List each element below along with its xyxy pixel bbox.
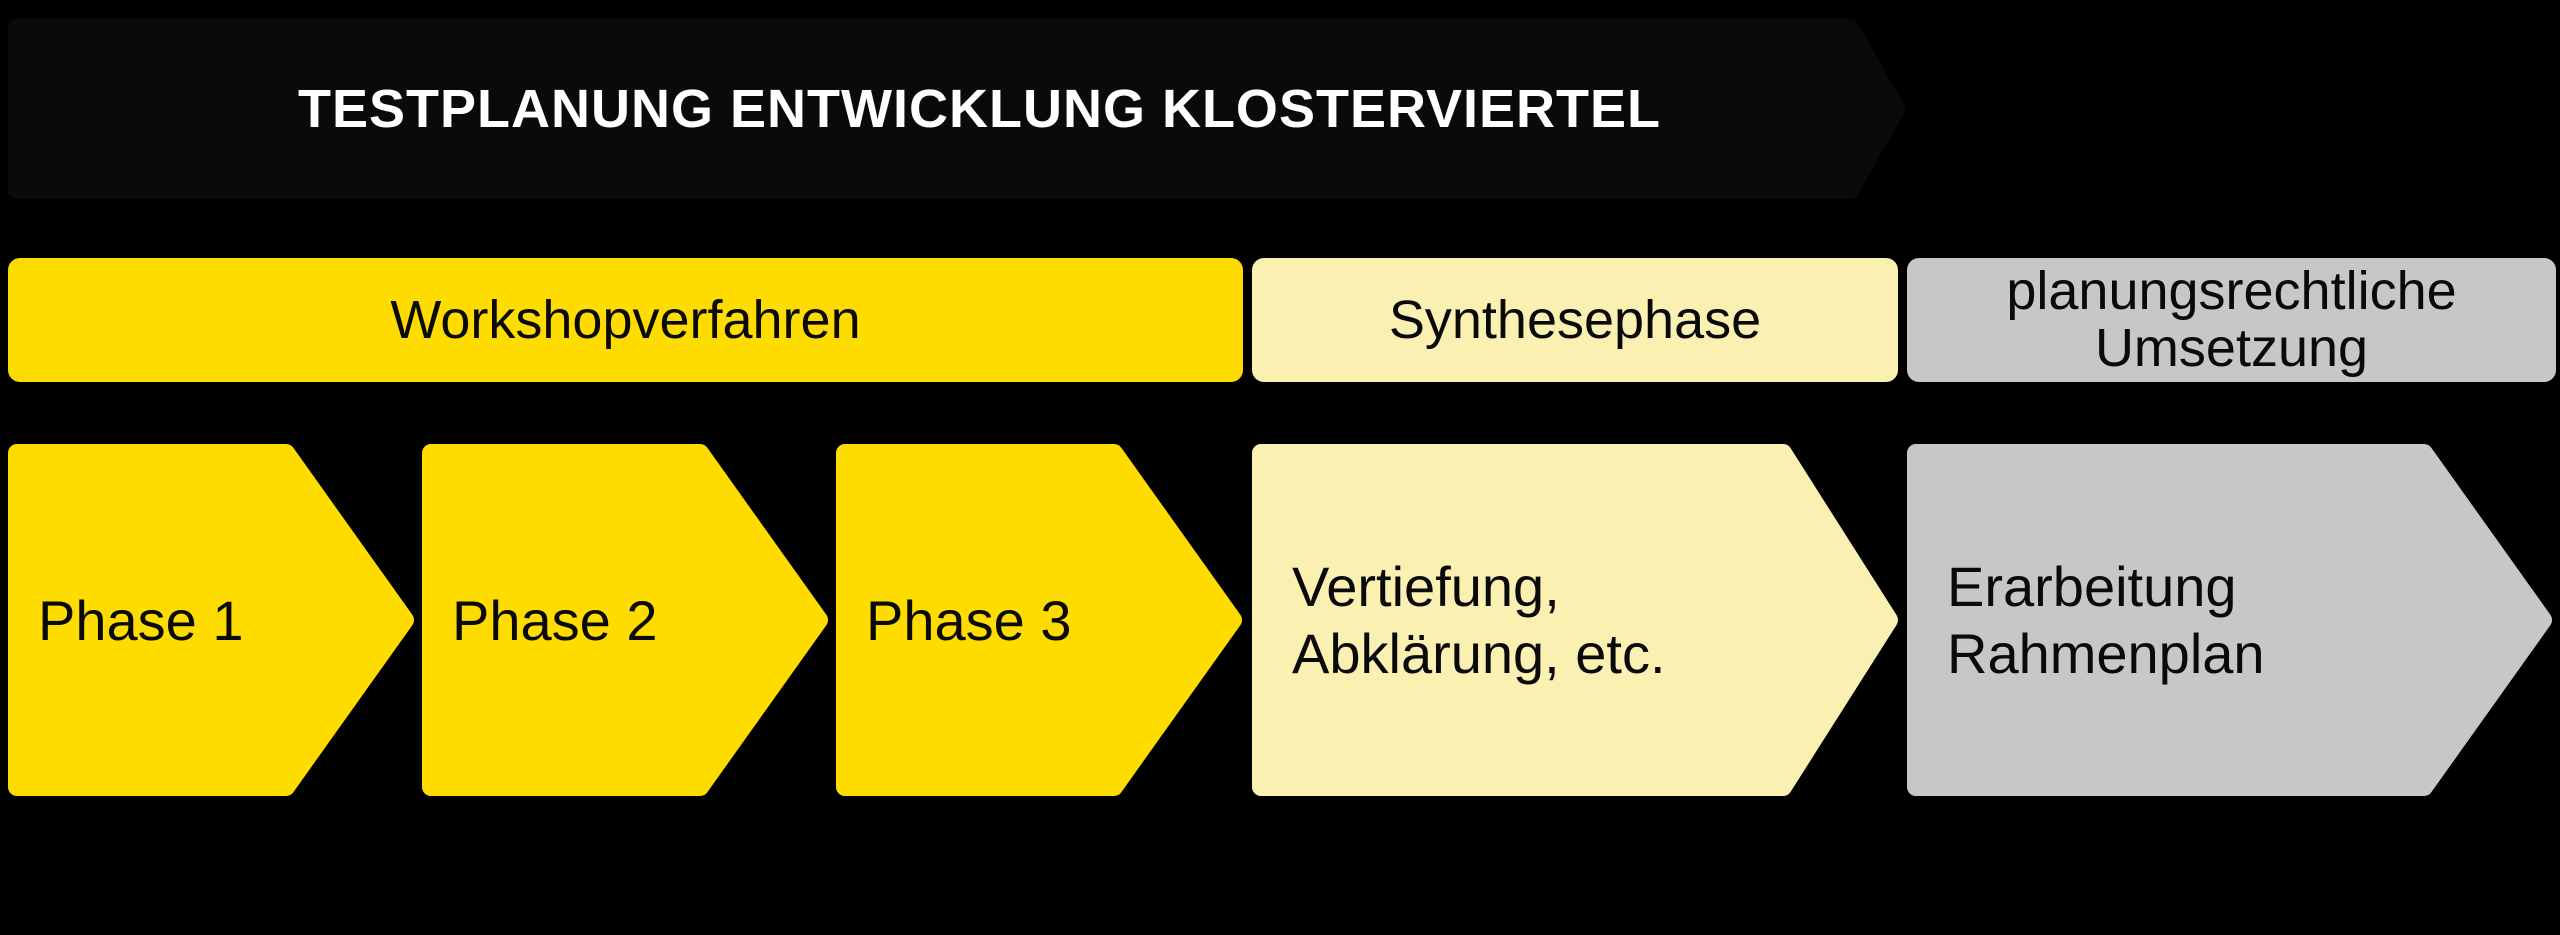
label-text-line1: Vertiefung, (1292, 555, 1560, 618)
arrow-polygon (1252, 444, 1898, 796)
chevron-arrow-shape (1907, 444, 2552, 796)
phase-2-label: Phase 2 (422, 444, 828, 796)
title-banner: TESTPLANUNG ENTWICKLUNG KLOSTERVIERTEL (8, 19, 1905, 199)
process-arrow-phase-1: Phase 1 (8, 444, 414, 796)
title-banner-arrow-shape (8, 19, 1905, 199)
header-bar-planungsrechtliche-umsetzung: planungsrechtliche Umsetzung (1907, 258, 2556, 382)
label-text: Phase 3 (866, 588, 1072, 652)
header-bar-label-line1: planungsrechtliche (2006, 261, 2457, 321)
header-bar-label: Synthesephase (1388, 289, 1762, 350)
label-text-line2: Abklärung, etc. (1292, 622, 1666, 685)
process-arrow-phase-3: Phase 3 (836, 444, 1242, 796)
chevron-arrow-shape (422, 444, 828, 796)
chevron-arrow-shape (1252, 444, 1898, 796)
arrow-polygon (836, 444, 1242, 796)
vertiefung-label: Vertiefung, Abklärung, etc. (1252, 444, 1898, 796)
page-title: TESTPLANUNG ENTWICKLUNG KLOSTERVIERTEL (298, 79, 1662, 139)
erarbeitung-rahmenplan-label: Erarbeitung Rahmenplan (1907, 444, 2552, 796)
label-text: Phase 1 (38, 588, 244, 652)
chevron-arrow-shape (836, 444, 1242, 796)
process-arrow-phase-2: Phase 2 (422, 444, 828, 796)
label-text-line2: Rahmenplan (1947, 622, 2265, 685)
title-banner-polygon (8, 19, 1905, 199)
label-text: Phase 2 (452, 588, 658, 652)
phase-3-label: Phase 3 (836, 444, 1242, 796)
arrow-polygon (422, 444, 828, 796)
header-bar-synthesephase: Synthesephase (1252, 258, 1898, 382)
chevron-arrow-shape (8, 444, 414, 796)
arrow-polygon (1907, 444, 2552, 796)
arrow-polygon (8, 444, 414, 796)
phase-1-label: Phase 1 (8, 444, 414, 796)
process-arrow-vertiefung: Vertiefung, Abklärung, etc. (1252, 444, 1898, 796)
header-bar-label-line2: Umsetzung (2094, 318, 2369, 378)
process-arrow-erarbeitung-rahmenplan: Erarbeitung Rahmenplan (1907, 444, 2552, 796)
label-text-line1: Erarbeitung (1947, 555, 2237, 618)
header-bar-label: Workshopverfahren (390, 289, 861, 350)
header-bar-workshopverfahren: Workshopverfahren (8, 258, 1243, 382)
